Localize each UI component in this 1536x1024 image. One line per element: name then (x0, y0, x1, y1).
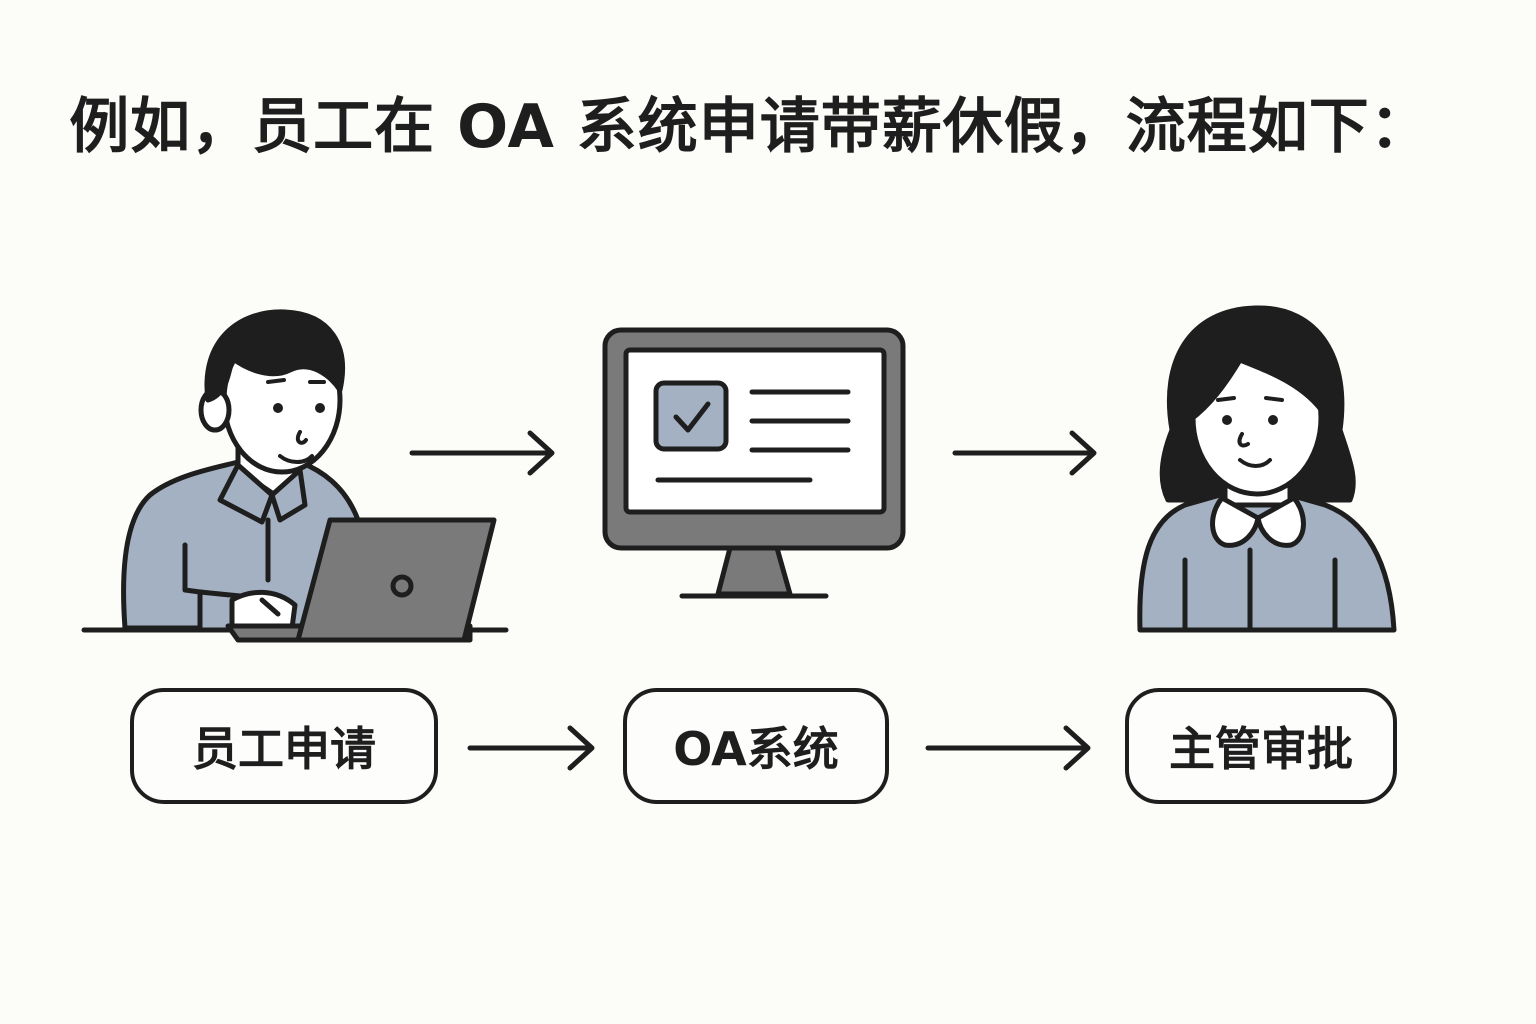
step-label-oa-system: OA系统 (623, 688, 889, 804)
step-label-text: OA系统 (673, 722, 839, 776)
step-label-employee-apply: 员工申请 (130, 688, 438, 804)
monitor-checklist-icon (602, 327, 906, 599)
step-label-text: 主管审批 (1169, 722, 1353, 776)
employee-laptop-icon (81, 309, 509, 643)
arrow-right-icon (409, 430, 555, 476)
arrow-right-icon (925, 725, 1091, 771)
arrow-right-icon (467, 725, 595, 771)
step-label-manager-approve: 主管审批 (1125, 688, 1397, 804)
arrow-right-icon (952, 430, 1097, 476)
step-label-text: 员工申请 (192, 722, 376, 776)
manager-woman-icon (1137, 305, 1397, 633)
page-title: 例如，员工在 OA 系统申请带薪休假，流程如下： (69, 92, 1431, 162)
